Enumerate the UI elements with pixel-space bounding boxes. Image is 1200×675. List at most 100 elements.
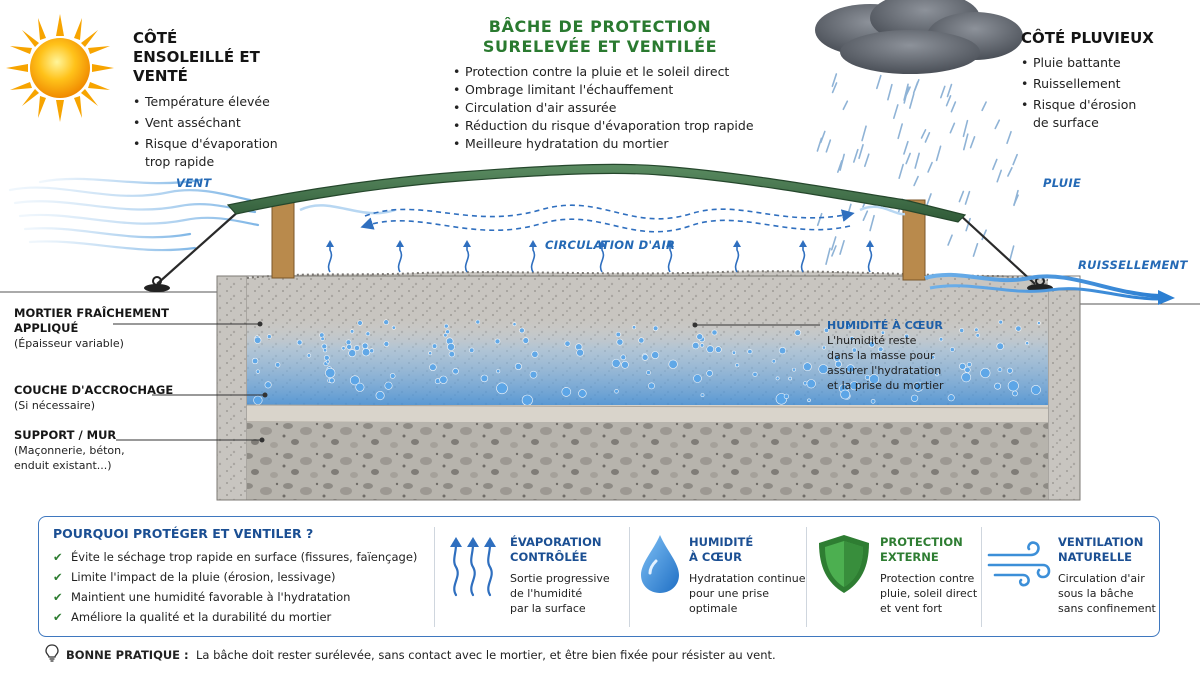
moisture-droplet bbox=[253, 395, 263, 405]
moisture-droplet bbox=[320, 336, 325, 341]
rain-streak bbox=[862, 210, 869, 222]
list-item: ✔Maintient une humidité favorable à l'hy… bbox=[53, 587, 433, 607]
moisture-droplet bbox=[564, 340, 571, 347]
rain-label: PLUIE bbox=[1043, 176, 1082, 190]
air-circulation-label: CIRCULATION D'AIR bbox=[545, 238, 676, 252]
main-title-line2: SURELEVÉE ET VENTILÉE bbox=[482, 37, 718, 56]
rain-streak bbox=[924, 131, 931, 143]
moisture-droplet bbox=[870, 398, 876, 404]
moisture-droplet bbox=[389, 373, 396, 379]
moisture-droplet bbox=[851, 347, 857, 353]
evaporation-arrow bbox=[464, 246, 470, 273]
moisture-droplet bbox=[994, 382, 1001, 390]
moisture-droplet bbox=[949, 347, 955, 352]
moisture-droplet bbox=[522, 337, 529, 344]
rain-streak bbox=[909, 92, 915, 109]
moisture-droplet bbox=[349, 375, 360, 386]
moisture-droplet bbox=[254, 336, 262, 344]
moisture-droplet bbox=[822, 345, 826, 350]
rain-streak bbox=[994, 119, 1001, 130]
moisture-droplet bbox=[711, 329, 718, 336]
divider bbox=[806, 527, 807, 627]
moisture-droplet bbox=[443, 323, 449, 329]
rain-streak bbox=[981, 229, 987, 241]
divider bbox=[629, 527, 630, 627]
support-layer-label: SUPPORT / MUR (Maçonnerie, béton, enduit… bbox=[14, 428, 125, 472]
check-icon: ✔ bbox=[53, 610, 63, 624]
list-item: Meilleure hydratation du mortier bbox=[453, 135, 783, 153]
moisture-droplet bbox=[835, 360, 842, 368]
evaporation-arrowhead bbox=[396, 240, 404, 247]
moisture-droplet bbox=[651, 351, 660, 359]
moisture-droplet bbox=[448, 351, 455, 358]
rain-streak bbox=[972, 243, 979, 257]
rain-streak bbox=[940, 85, 946, 99]
moisture-droplet bbox=[445, 329, 450, 335]
moisture-droplet bbox=[868, 341, 876, 348]
sunny-side-block: CÔTÉ ENSOLEILLÉ ET VENTÉ Température éle… bbox=[133, 29, 313, 171]
moisture-droplet bbox=[752, 371, 758, 377]
rain-streak bbox=[1012, 153, 1018, 166]
moisture-droplet bbox=[880, 330, 885, 335]
water-drop-icon bbox=[641, 535, 679, 593]
moisture-droplet bbox=[319, 332, 325, 338]
moisture-droplet bbox=[519, 327, 525, 334]
moisture-droplet bbox=[913, 381, 924, 392]
rain-streak bbox=[996, 169, 1003, 183]
evaporation-arrow bbox=[667, 246, 673, 273]
rain-streak bbox=[1007, 166, 1013, 177]
moisture-droplet bbox=[910, 394, 919, 402]
moisture-droplet bbox=[668, 359, 678, 369]
moisture-droplet bbox=[980, 367, 991, 379]
main-benefits-list: Protection contre la pluie et le soleil … bbox=[453, 63, 783, 153]
list-item: Ombrage limitant l'échauffement bbox=[453, 81, 783, 99]
moisture-droplet bbox=[439, 375, 448, 384]
rain-streak bbox=[830, 236, 837, 251]
rain-streak bbox=[831, 82, 838, 94]
evaporation-arrowhead bbox=[463, 240, 471, 247]
rain-streak bbox=[863, 153, 870, 168]
moisture-droplet bbox=[391, 325, 396, 330]
moisture-droplet bbox=[496, 369, 501, 374]
evaporation-arrowhead bbox=[799, 240, 807, 247]
rain-streak bbox=[981, 101, 987, 112]
moisture-droplet bbox=[428, 351, 433, 356]
divider bbox=[981, 527, 982, 627]
moisture-droplet bbox=[432, 343, 438, 349]
moisture-droplet bbox=[998, 319, 1003, 325]
moisture-droplet bbox=[652, 325, 659, 331]
moisture-droplet bbox=[494, 338, 501, 345]
rain-streak bbox=[947, 234, 953, 246]
moisture-droplet bbox=[706, 369, 713, 377]
rain-streak bbox=[1008, 245, 1015, 262]
list-item: Protection contre la pluie et le soleil … bbox=[453, 63, 783, 81]
moisture-droplet bbox=[578, 389, 587, 398]
moisture-droplet bbox=[692, 342, 700, 350]
moisture-droplet bbox=[469, 347, 475, 353]
list-item: Réduction du risque d'évaporation trop r… bbox=[453, 117, 783, 135]
rain-streak bbox=[903, 86, 910, 104]
moisture-droplet bbox=[348, 349, 357, 358]
tarp bbox=[226, 163, 967, 223]
good-practice-tip: BONNE PRATIQUE : La bâche doit rester su… bbox=[66, 648, 776, 662]
rain-streak bbox=[945, 95, 952, 107]
rain-streak bbox=[935, 145, 942, 162]
moisture-droplet bbox=[496, 382, 508, 395]
moisture-droplet bbox=[699, 343, 705, 348]
rain-streak bbox=[816, 212, 823, 227]
moisture-droplet bbox=[1007, 380, 1019, 392]
evaporation-arrowhead bbox=[733, 240, 741, 247]
feature-evaporation: ÉVAPORATION CONTRÔLÉE Sortie progressive… bbox=[510, 535, 610, 615]
moisture-droplet bbox=[355, 382, 365, 392]
moisture-droplet bbox=[346, 344, 352, 350]
moisture-droplet bbox=[383, 341, 390, 347]
rain-streak bbox=[876, 74, 882, 90]
rain-streak bbox=[912, 81, 919, 94]
rain-streak bbox=[914, 152, 920, 169]
evaporation-arrow bbox=[800, 246, 806, 273]
rain-streak bbox=[905, 152, 911, 165]
evaporation-arrowhead bbox=[598, 240, 606, 247]
cross-section-diagram bbox=[0, 163, 1200, 501]
moisture-droplet bbox=[529, 370, 538, 379]
moisture-droplet bbox=[788, 376, 792, 381]
